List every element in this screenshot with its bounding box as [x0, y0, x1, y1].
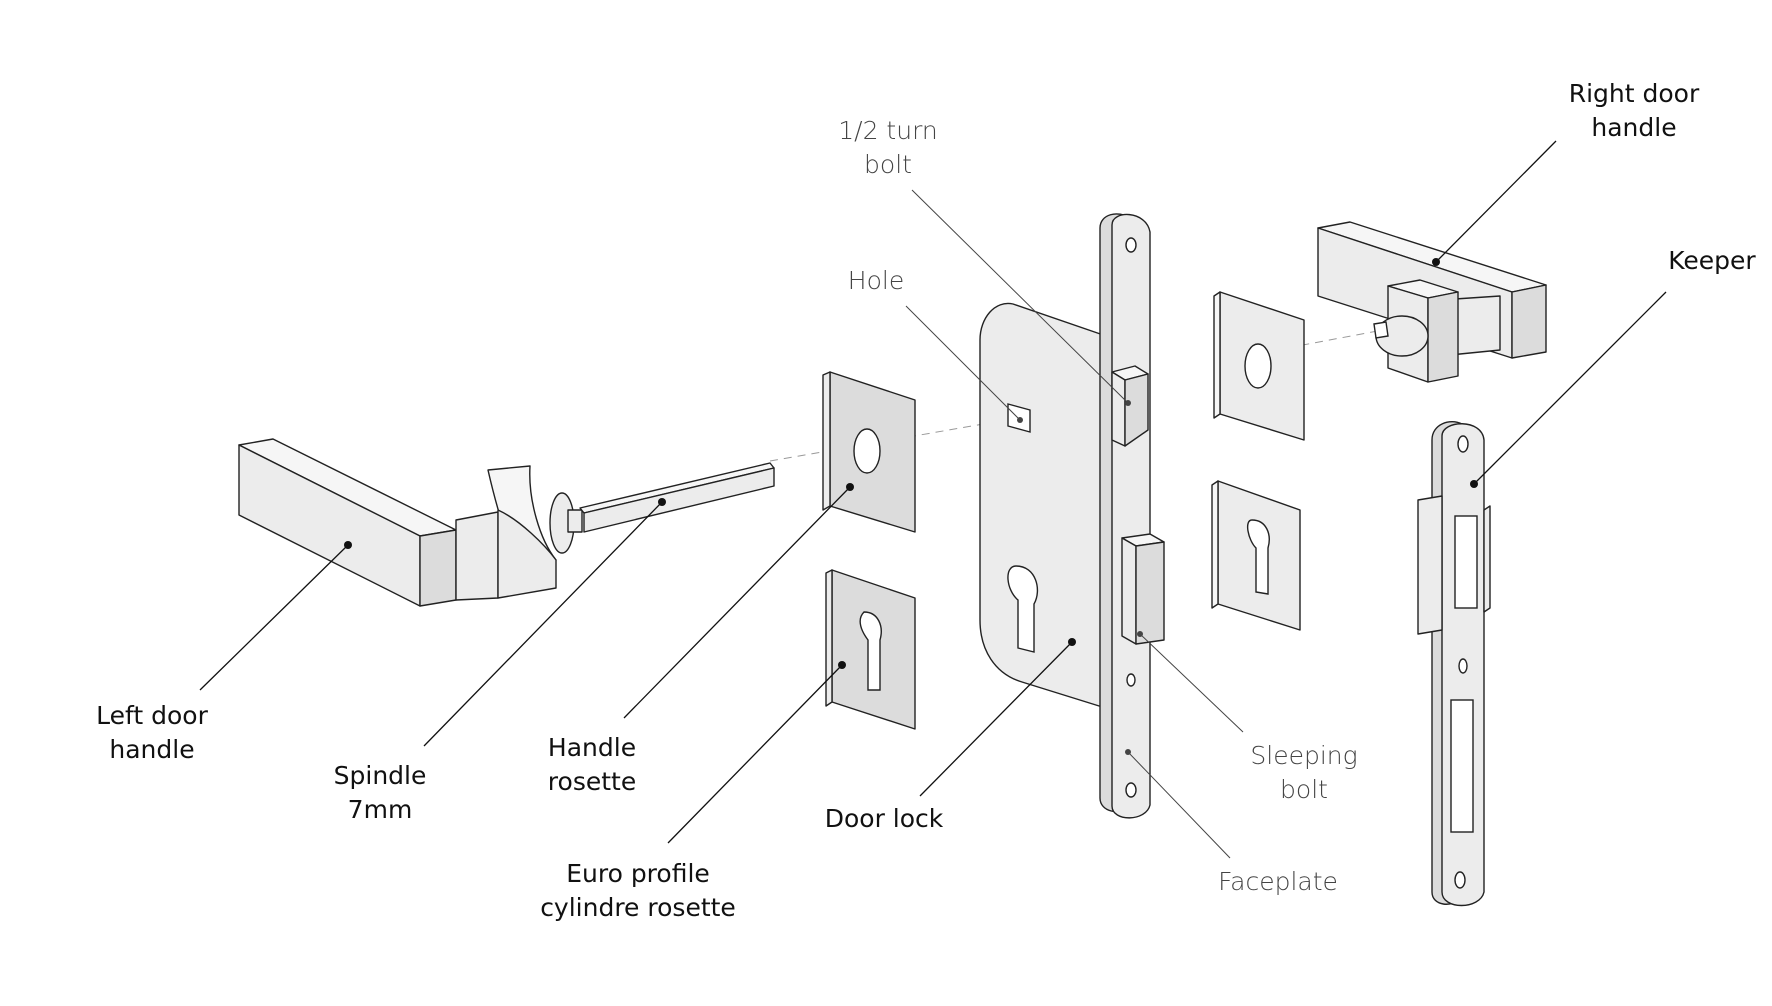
leader-half-turn-bolt [911, 189, 1129, 404]
leader-hole [905, 305, 1021, 421]
euro-profile-rosette-left [825, 569, 916, 730]
leader-sleeping-bolt [1139, 633, 1244, 733]
leader-door-lock [919, 641, 1073, 797]
label-line: handle [109, 735, 195, 764]
leader-right-door-handle [1435, 140, 1557, 263]
label-line: rosette [547, 767, 637, 796]
label-hole: Hole [848, 264, 904, 298]
label-line: cylindre rosette [540, 893, 736, 922]
leader-handle-rosette [623, 486, 851, 719]
euro-profile-rosette-right [1211, 480, 1301, 631]
handle-rosette-left [822, 371, 916, 533]
label-keeper: Keeper [1668, 244, 1755, 278]
label-line: bolt [864, 150, 912, 179]
handle-rosette-right [1213, 291, 1305, 441]
door-lock-body [979, 302, 1113, 711]
label-line: bolt [1280, 775, 1328, 804]
label-line: Door lock [824, 804, 944, 833]
leader-spindle [423, 501, 663, 747]
right-door-handle [1317, 221, 1547, 383]
label-line: Handle [547, 733, 637, 762]
leader-euro-profile-rosette [667, 664, 843, 844]
label-faceplate: Faceplate [1218, 865, 1338, 899]
label-spindle: Spindle 7mm [334, 759, 427, 827]
label-half-turn-bolt: 1/2 turn bolt [838, 114, 938, 182]
keeper [1417, 421, 1491, 907]
label-line: Left door [96, 701, 208, 730]
label-handle-rosette: Handle rosette [548, 731, 636, 799]
leader-keeper [1473, 291, 1667, 485]
label-line: Spindle [333, 761, 427, 790]
label-line: Hole [847, 266, 905, 295]
spindle [579, 462, 775, 533]
label-left-door-handle: Left door handle [96, 699, 208, 767]
label-euro-profile-rosette: Euro profile cylindre rosette [540, 857, 736, 925]
label-line: handle [1591, 113, 1677, 142]
leader-lines [199, 140, 1667, 859]
label-right-door-handle: Right door handle [1569, 77, 1700, 145]
label-line: Faceplate [1218, 867, 1338, 896]
label-line: 7mm [347, 795, 413, 824]
label-sleeping-bolt: Sleeping bolt [1250, 739, 1357, 807]
label-door-lock: Door lock [825, 802, 944, 836]
label-line: 1/2 turn [838, 116, 938, 145]
label-line: Euro profile [566, 859, 710, 888]
left-door-handle [238, 438, 583, 607]
label-line: Sleeping [1250, 741, 1358, 770]
leader-faceplate [1127, 751, 1231, 859]
label-line: Right door [1568, 79, 1700, 108]
leader-left-door-handle [199, 544, 349, 691]
faceplate [1099, 213, 1165, 819]
label-line: Keeper [1668, 246, 1756, 275]
